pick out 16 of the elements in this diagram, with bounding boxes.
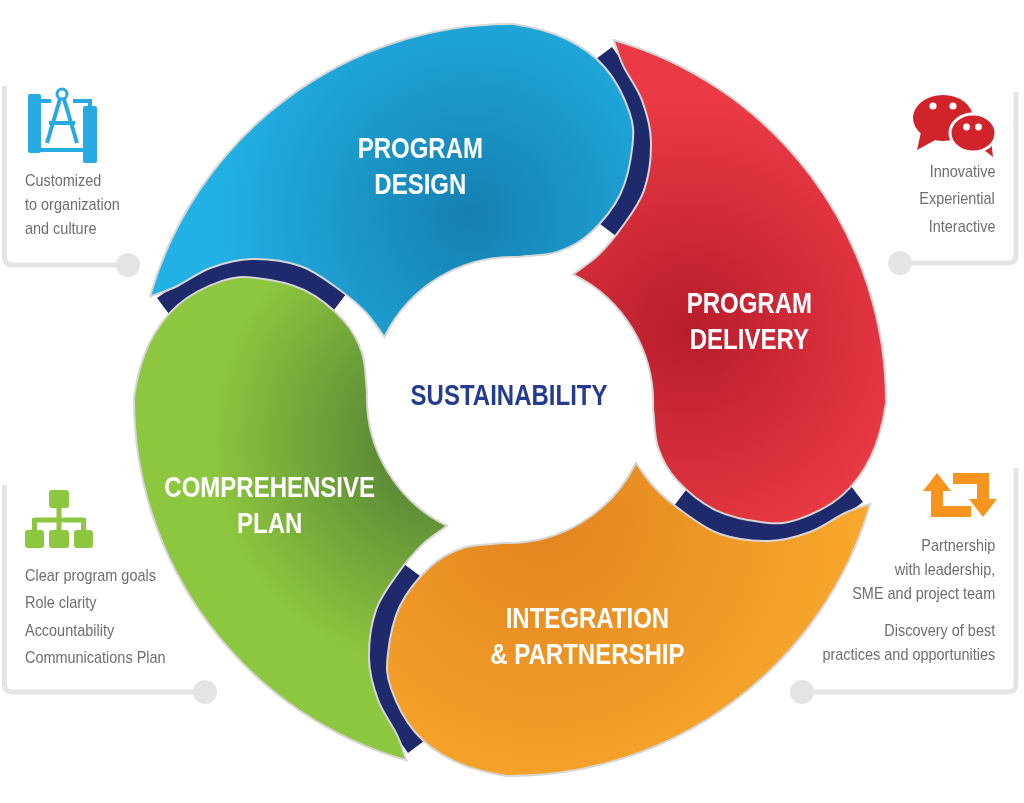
callout-text: Customized to organization and culture (25, 170, 120, 240)
list-item: Interactive (928, 216, 995, 238)
list-item: Experiential (919, 188, 995, 210)
callout-text: Discovery of best practices and opportunities (822, 620, 995, 666)
cycle-segment (149, 24, 633, 337)
list-item: Role clarity (25, 592, 97, 614)
callout-text: Partnership with leadership, SME and project team (852, 535, 995, 605)
list-item: Clear program goals (25, 565, 156, 587)
list-item: Communications Plan (25, 647, 166, 669)
list-item: Innovative (929, 161, 995, 183)
segment-label: INTEGRATION & PARTNERSHIP (490, 600, 685, 672)
center-label: SUSTAINABILITY (410, 377, 607, 413)
segment-label: PROGRAM DESIGN (358, 130, 484, 202)
list-item: Accountability (25, 620, 115, 642)
segment-label: PROGRAM DELIVERY (686, 285, 812, 357)
segment-label: COMPREHENSIVE PLAN (164, 469, 376, 541)
